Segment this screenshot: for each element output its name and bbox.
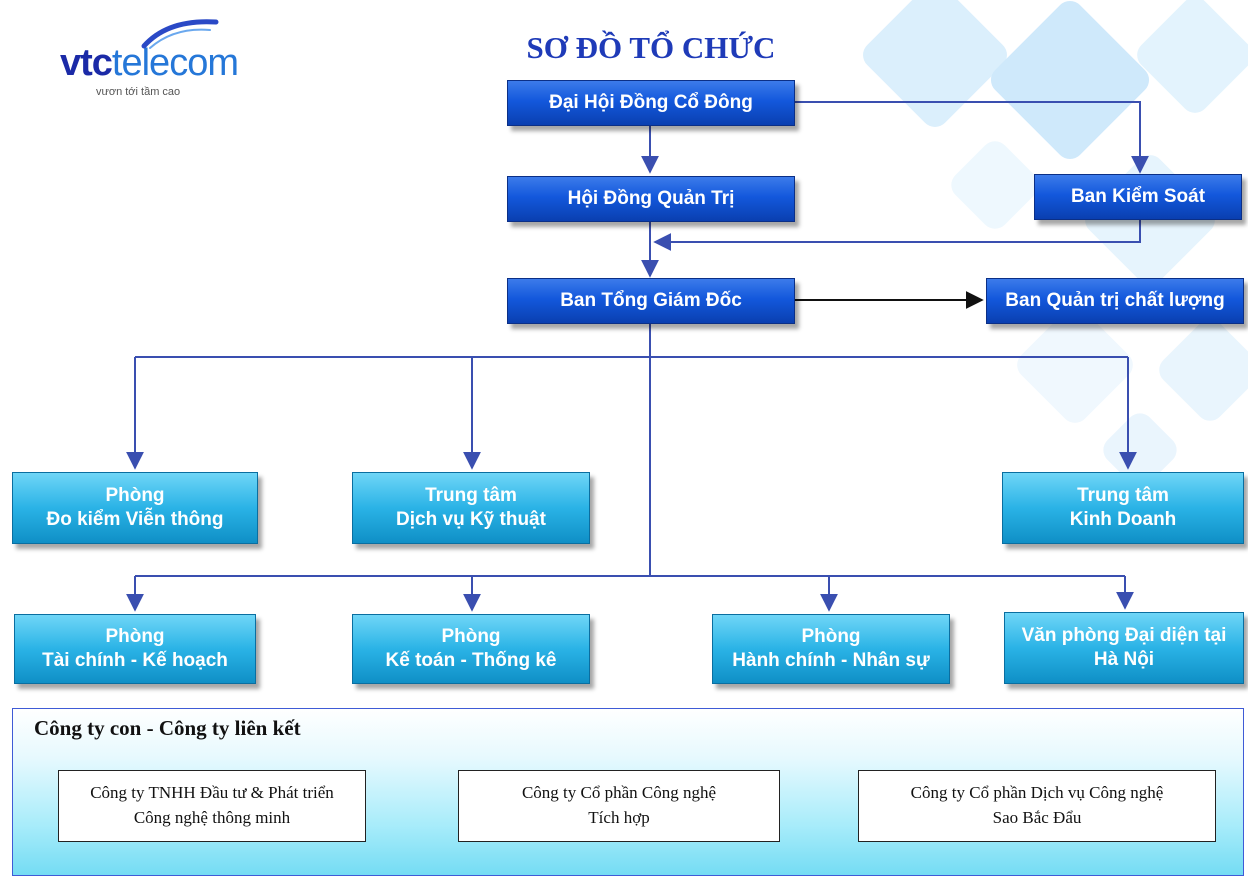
subsidiaries-title: Công ty con - Công ty liên kết [34, 716, 301, 740]
subsidiary-box: Công ty TNHH Đầu tư & Phát triển Công ng… [58, 770, 366, 842]
node-label-line2: Dịch vụ Kỹ thuật [396, 509, 546, 530]
link-daihoi-kiemsoat [795, 101, 1149, 174]
subsidiary-line1: Công ty Cổ phần Dịch vụ Công nghệ [910, 783, 1164, 803]
node-ban-kiem-soat: Ban Kiểm Soát [1034, 174, 1242, 220]
node-phong-tai-chinh: Phòng Tài chính - Kế hoạch [14, 614, 256, 684]
logo-swoosh-icon [141, 19, 219, 49]
node-trung-tam-dich-vu: Trung tâm Dịch vụ Kỹ thuật [352, 472, 590, 544]
page-title: SƠ ĐỒ TỔ CHỨC [526, 30, 776, 65]
subsidiary-box: Công ty Cổ phần Dịch vụ Công nghệ Sao Bắ… [858, 770, 1216, 842]
node-label-line2: Hành chính - Nhân sự [732, 650, 930, 671]
subsidiary-line2: Công nghệ thông minh [133, 808, 291, 827]
node-label: Hội Đồng Quản Trị [567, 188, 735, 209]
node-label-line2: Tài chính - Kế hoạch [42, 650, 228, 671]
node-label-line1: Trung tâm [425, 485, 517, 507]
node-label: Ban Kiểm Soát [1070, 186, 1206, 207]
node-label: Ban Tổng Giám Đốc [560, 290, 742, 311]
node-hoi-dong-quan-tri: Hội Đồng Quản Trị [507, 176, 795, 222]
node-label-line1: Phòng [105, 626, 165, 648]
node-dai-hoi-dong-co-dong: Đại Hội Đồng Cổ Đông [507, 80, 795, 126]
node-phong-ke-toan: Phòng Kế toán - Thống kê [352, 614, 590, 684]
node-label-line2: Hà Nội [1093, 649, 1155, 670]
subsidiary-line1: Công ty TNHH Đầu tư & Phát triển [90, 783, 334, 803]
subsidiary-box: Công ty Cổ phần Công nghệ Tích hợp [458, 770, 780, 842]
node-label-line1: Trung tâm [1077, 485, 1169, 507]
company-logo: vtctelecom [60, 42, 239, 85]
node-ban-quan-tri-chat-luong: Ban Quản trị chất lượng [986, 278, 1244, 324]
node-phong-do-kiem: Phòng Đo kiểm Viễn thông [12, 472, 258, 544]
node-label-line1: Phòng [801, 626, 861, 648]
node-label-line1: Phòng [105, 485, 165, 507]
node-label: Ban Quản trị chất lượng [1005, 290, 1225, 311]
subsidiary-line2: Tích hợp [588, 808, 650, 827]
node-label: Đại Hội Đồng Cổ Đông [549, 92, 753, 113]
node-label-line1: Văn phòng Đại diện tại [1021, 625, 1227, 647]
node-label-line1: Phòng [441, 626, 501, 648]
node-label-line2: Đo kiểm Viễn thông [46, 509, 224, 530]
subsidiary-line1: Công ty Cổ phần Công nghệ [521, 783, 717, 803]
logo-tagline: vươn tới tầm cao [96, 86, 181, 98]
node-phong-hanh-chinh: Phòng Hành chính - Nhân sự [712, 614, 950, 684]
subsidiary-line2: Sao Bắc Đẩu [992, 808, 1082, 827]
link-kiemsoat-feedback [653, 220, 1141, 251]
node-van-phong-ha-noi: Văn phòng Đại diện tại Hà Nội [1004, 612, 1244, 684]
logo-brand-light: telecom [111, 42, 239, 84]
node-trung-tam-kinh-doanh: Trung tâm Kinh Doanh [1002, 472, 1244, 544]
logo-brand-bold: vtc [60, 42, 113, 84]
node-label-line2: Kinh Doanh [1069, 509, 1177, 530]
node-label-line2: Kế toán - Thống kê [385, 650, 557, 671]
node-ban-tong-giam-doc: Ban Tổng Giám Đốc [507, 278, 795, 324]
